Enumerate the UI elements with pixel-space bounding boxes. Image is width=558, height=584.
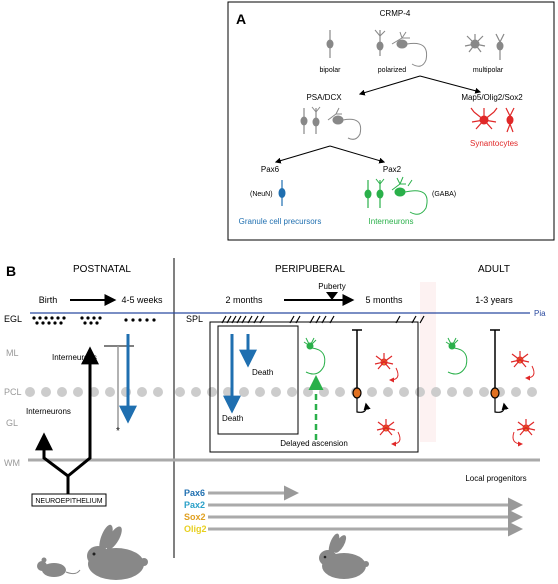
death-1-label: Death [222,414,243,423]
pax2-label: Pax2 [383,165,402,174]
green-interneuron-adult-icon [445,337,468,375]
rabbit-icon-peripuberal [319,533,369,579]
marker-sox2-label: Sox2 [184,512,206,522]
arrow-to-psa [358,75,421,96]
green-interneuron-peripuberal-icon [303,337,326,375]
multipolar-label: multipolar [473,67,504,74]
crmp4-label: CRMP-4 [380,9,411,18]
postnatal-label: POSTNATAL [73,264,131,275]
black-neuron-adult-icon [490,329,509,413]
arrow-to-pax6 [274,145,331,164]
map5-label: Map5/Olig2/Sox2 [461,93,523,102]
puberty-marker-icon [326,292,338,300]
pcl-purkinje-row [25,387,537,397]
egl-dots-birth [32,316,156,325]
psa-dcx-cells-icon [300,106,362,140]
peripuberal-box [209,321,419,453]
red-synantocyte-peripuberal-2-icon [376,419,401,447]
bipolar-cell-icon [326,30,334,58]
layer-gl: GL [6,418,18,428]
puberty-label: Puberty [318,282,346,291]
interneuron-cells-icon [364,176,428,215]
arrow-to-pax2 [329,145,386,164]
interneurons-1-label: Interneurons [26,407,71,416]
pax6-label: Pax6 [261,165,280,174]
polarized-cells-icon [374,29,428,67]
layer-wm: WM [4,458,20,468]
death-box [217,325,299,435]
synantocyte-cells-icon [470,107,515,133]
red-synantocyte-peripuberal-1-icon [374,353,399,383]
mouse-icon [37,557,81,577]
rabbit-icon-postnatal [87,524,148,580]
birth-label: Birth [39,295,58,305]
two-months-label: 2 months [225,295,263,305]
layer-egl: EGL [4,314,22,324]
granule-precursor-cell-icon [278,180,286,206]
panel-a-label: A [236,11,246,27]
neuroepithelium-box [31,493,107,507]
black-neuron-peripuberal-icon [352,329,371,413]
interneurons-a-label: Interneurons [369,217,414,226]
bipolar-label: bipolar [319,67,341,74]
weeks-label: 4-5 weeks [121,295,163,305]
five-months-label: 5 months [365,295,403,305]
arrow-to-map5 [419,75,482,94]
peripuberal-label: PERIPUBERAL [275,264,345,275]
adult-band [420,282,436,442]
pia-label: Pia [534,309,546,318]
synantocytes-label: Synantocytes [470,139,518,148]
layer-ml: ML [6,348,19,358]
panel-a: A CRMP-4 bipolar polarized multipolar [227,1,555,241]
neuro-branch-left [35,432,70,500]
granule-label: Granule cell precursors [239,217,322,226]
panel-b: B POSTNATAL PERIPUBERAL ADULT Birth 4-5 … [4,258,546,580]
panel-b-label: B [6,263,16,279]
death-2-label: Death [252,368,273,377]
red-synantocyte-adult-1-icon [510,351,535,381]
interneurons-2-label: Interneurons [52,353,97,362]
marker-olig2-label: Olig2 [184,524,207,534]
multipolar-cells-icon [464,33,505,60]
polarized-label: polarized [378,67,407,74]
neuro-branch-right [67,346,99,478]
death-asterisk-icon: * [116,426,120,437]
neuroepithelium-label: NEUROEPITHELIUM [35,498,102,505]
marker-pax2-label: Pax2 [184,500,205,510]
years-label: 1-3 years [475,295,513,305]
delayed-label: Delayed ascension [280,439,348,448]
spl-label: SPL [186,314,203,324]
marker-pax6-label: Pax6 [184,488,205,498]
psa-dcx-label: PSA/DCX [306,93,342,102]
adult-label: ADULT [478,264,510,275]
local-progenitors-label: Local progenitors [465,474,526,483]
neun-label: (NeuN) [250,191,273,198]
red-synantocyte-adult-2-icon [512,419,536,447]
gaba-label: (GABA) [432,191,456,198]
layer-pcl: PCL [4,387,22,397]
